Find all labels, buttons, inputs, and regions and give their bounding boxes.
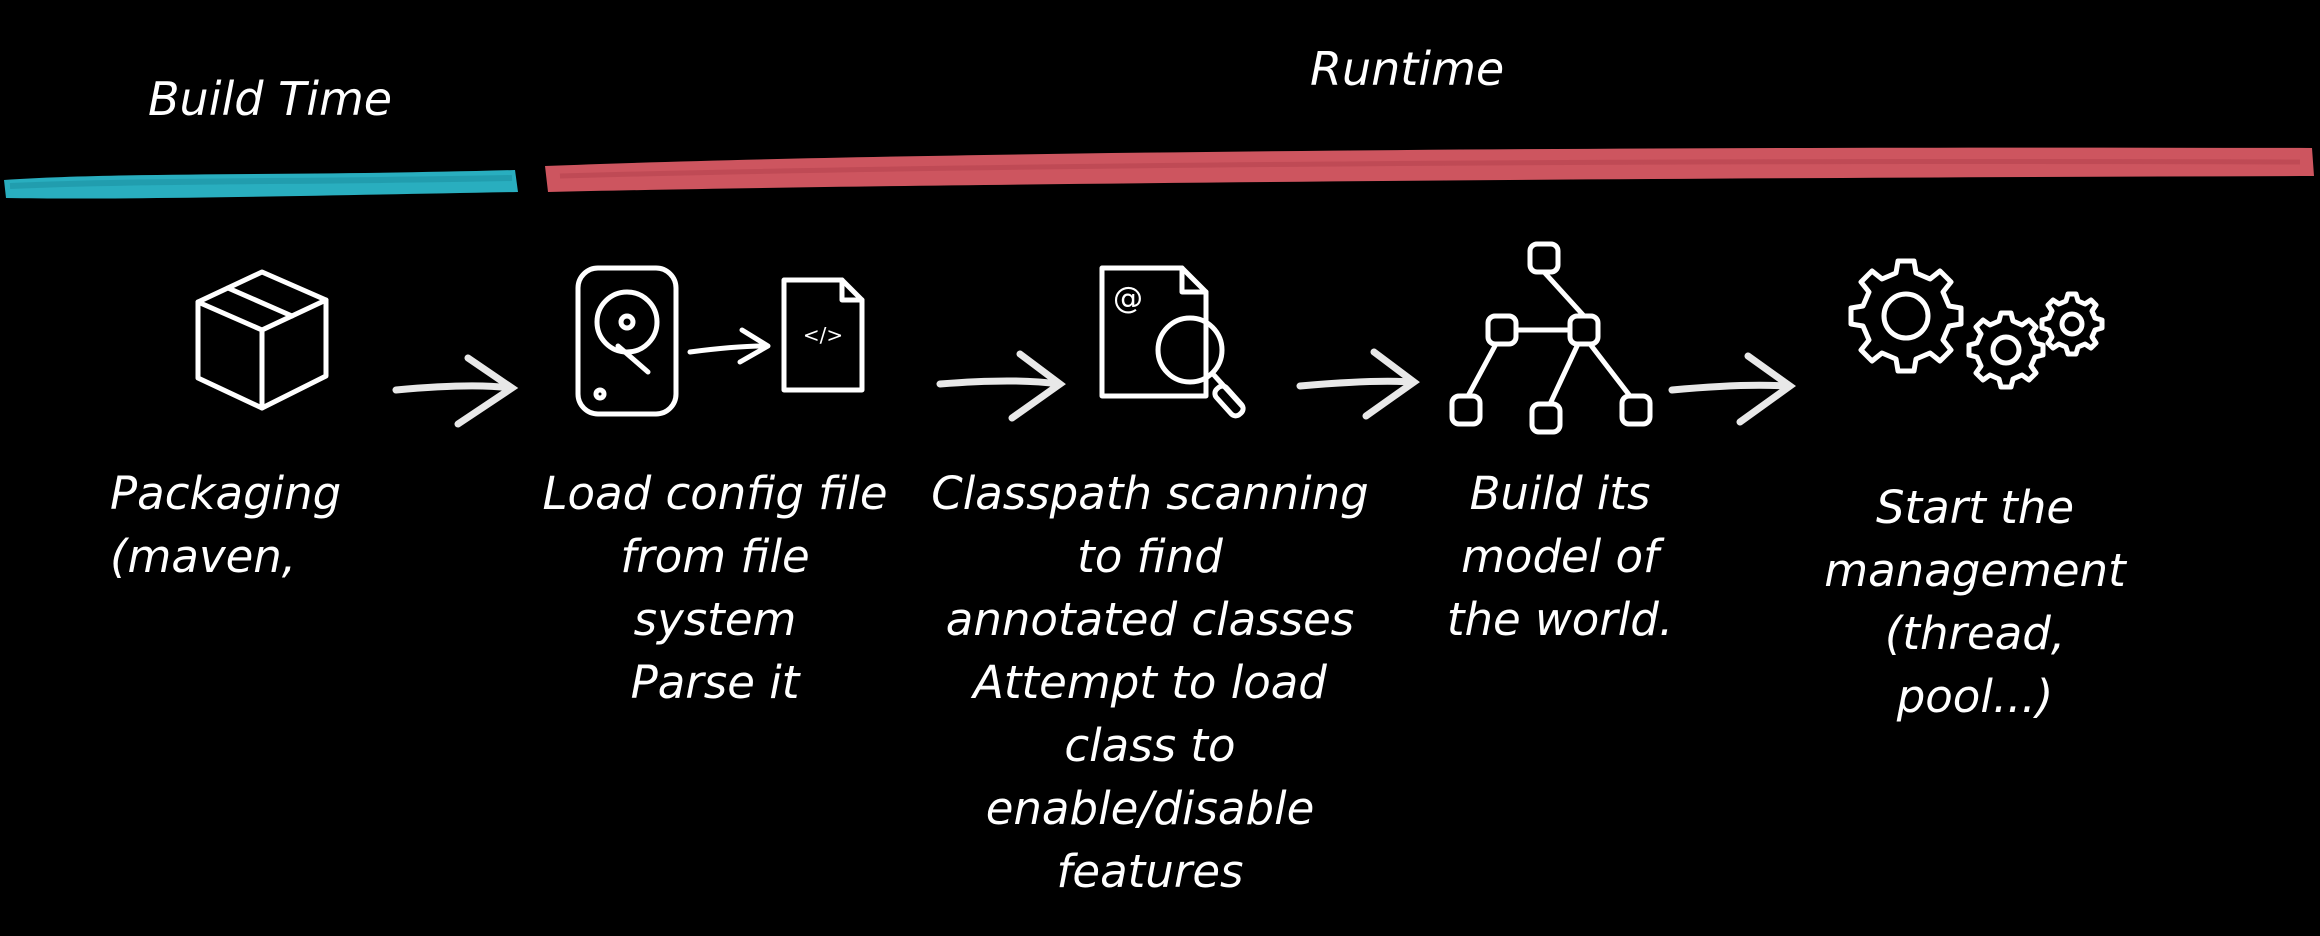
step-text-line: from file	[620, 530, 810, 583]
step-text-line: (maven,	[110, 530, 297, 583]
step-packaging-text: Packaging (maven,	[110, 462, 410, 588]
step-text-line: the world.	[1446, 593, 1674, 646]
step-text-line: Parse it	[630, 656, 800, 709]
build-time-label: Build Time	[148, 72, 393, 126]
node-tree-icon	[1449, 241, 1653, 435]
arrow-icon	[392, 354, 519, 428]
step-classpath-scanning-text: Classpath scanning to find annotated cla…	[930, 462, 1370, 903]
runtime-bar	[545, 147, 2314, 192]
arrow-icon	[1296, 348, 1420, 420]
step-text-line: Start the	[1875, 481, 2075, 534]
step-text-line: annotated classes	[945, 593, 1355, 646]
annotated-file-search-icon	[1099, 265, 1246, 419]
arrow-icon	[936, 350, 1066, 422]
gears-icon	[1848, 258, 2105, 390]
at-symbol-icon: @	[1113, 281, 1143, 316]
code-symbol-icon: </>	[803, 323, 843, 347]
step-text-line: features	[1056, 845, 1244, 898]
step-start-management-text: Start the management (thread, pool...)	[1810, 476, 2140, 728]
step-text-line: Attempt to load	[973, 656, 1327, 709]
hard-drive-to-code-file-icon	[575, 265, 865, 417]
step-text-line: system	[633, 593, 797, 646]
step-text-line: Classpath scanning	[931, 467, 1369, 520]
arrow-icon	[1668, 352, 1797, 426]
step-text-line: class to	[1064, 719, 1236, 772]
step-build-model-text: Build its model of the world.	[1420, 462, 1700, 651]
step-text-line: Load config file	[542, 467, 888, 520]
build-time-bar	[4, 170, 518, 199]
step-text-line: enable/disable	[985, 782, 1315, 835]
step-text-line: Build its	[1469, 467, 1651, 520]
runtime-label: Runtime	[1310, 42, 1505, 96]
step-load-config-text: Load config file from file system Parse …	[540, 462, 890, 714]
step-text-line: model of	[1461, 530, 1659, 583]
package-box-icon	[195, 269, 329, 411]
step-text-line: management	[1824, 544, 2126, 597]
step-text-line: Packaging	[110, 467, 342, 520]
step-text-line: to find	[1077, 530, 1223, 583]
step-text-line: (thread,	[1884, 607, 2066, 660]
step-text-line: pool...)	[1896, 670, 2054, 723]
